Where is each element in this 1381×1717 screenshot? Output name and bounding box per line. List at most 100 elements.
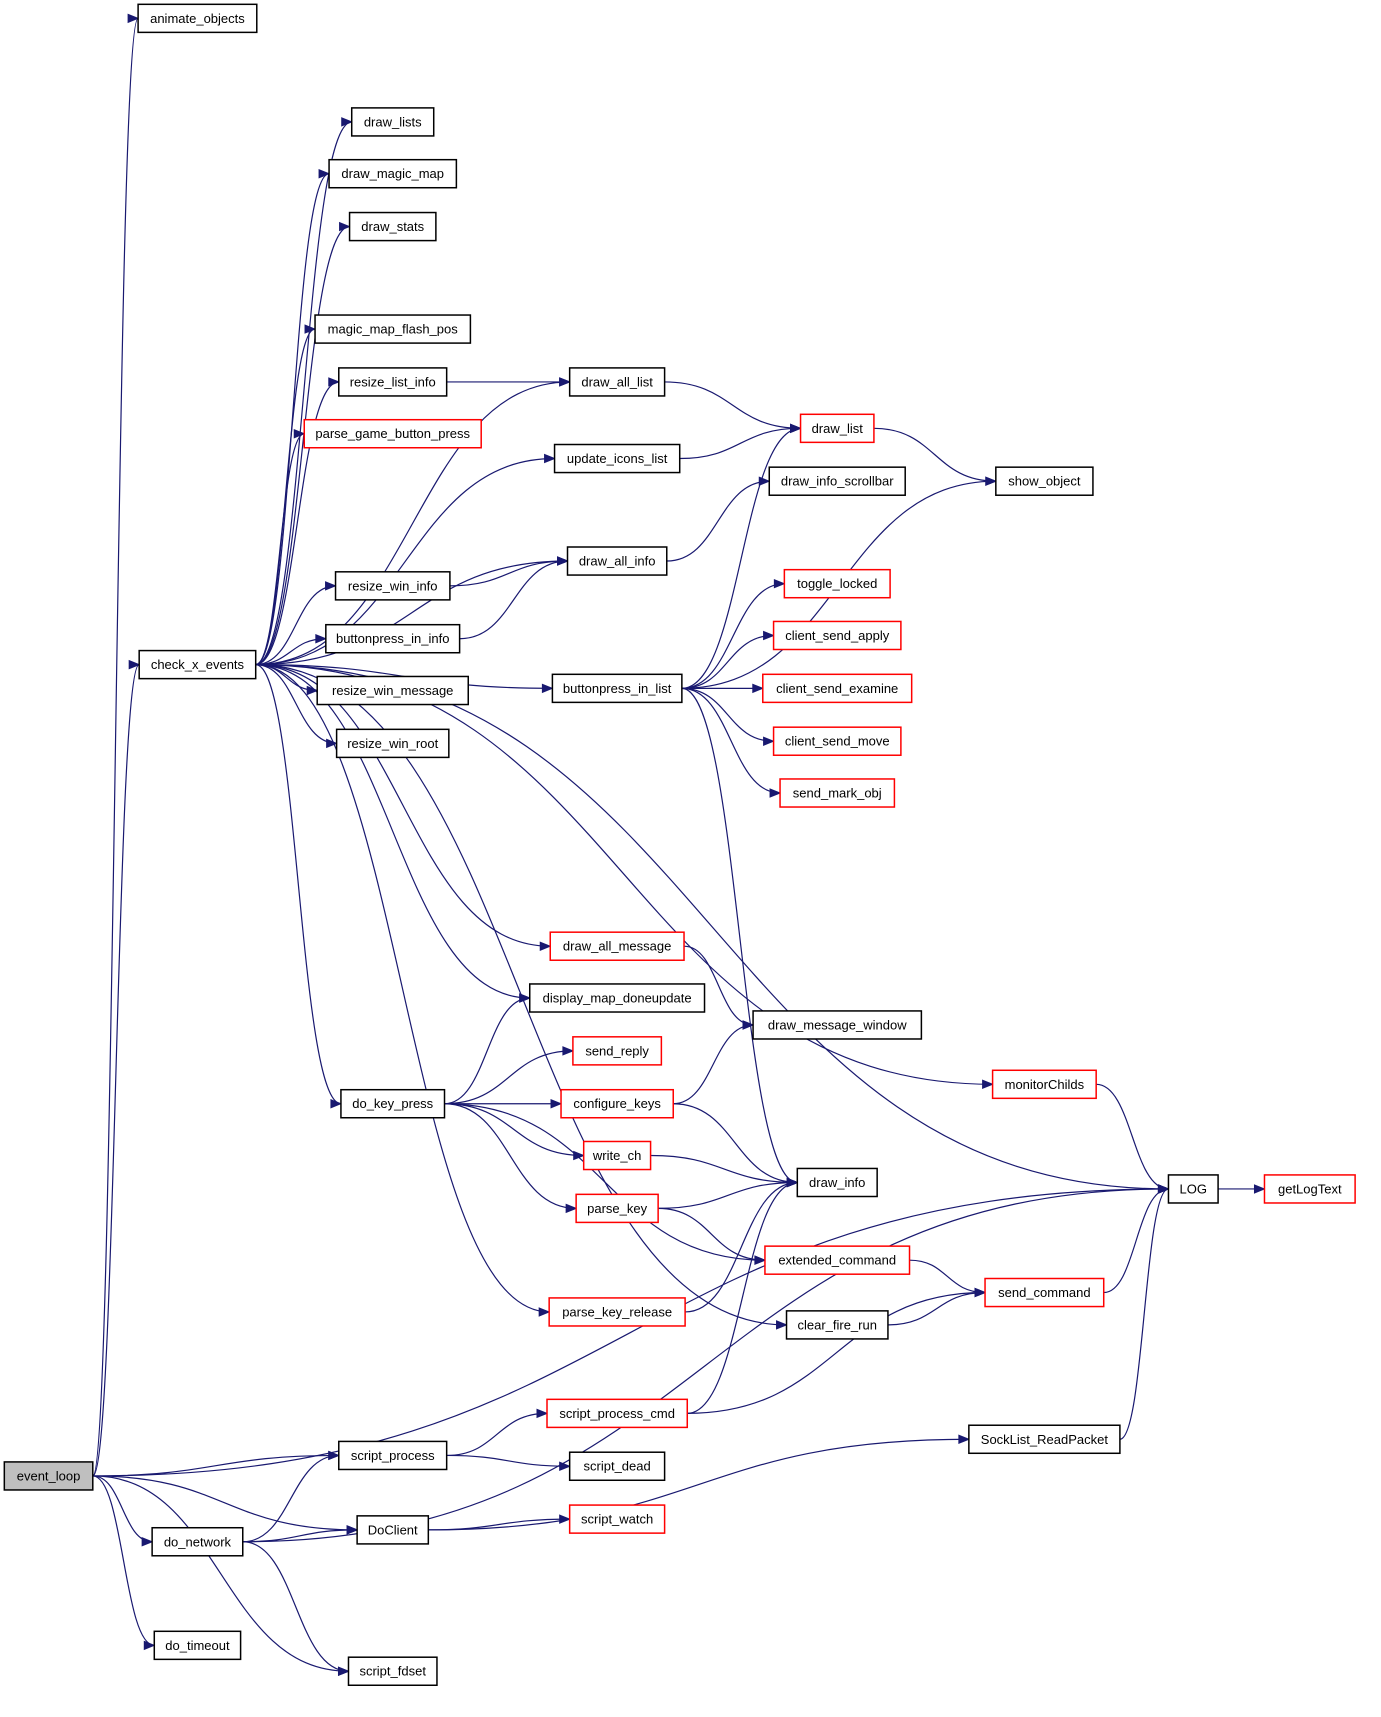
node-resize_win_root[interactable]: resize_win_root [335, 728, 450, 759]
node-script_process[interactable]: script_process [338, 1440, 448, 1471]
node-send_command[interactable]: send_command [984, 1277, 1105, 1308]
node-box [572, 1036, 663, 1066]
node-label: getLogText [1278, 1181, 1342, 1196]
node-label: script_process_cmd [559, 1406, 675, 1421]
node-box [768, 466, 906, 496]
edge-check_x_events-to-parse_key_release [255, 664, 551, 1317]
node-write_ch[interactable]: write_ch [582, 1140, 652, 1171]
node-parse_game_button_press[interactable]: parse_game_button_press [303, 418, 482, 449]
node-monitorChilds[interactable]: monitorChilds [991, 1069, 1097, 1100]
node-draw_stats[interactable]: draw_stats [348, 211, 437, 242]
node-label: resize_list_info [350, 374, 436, 389]
node-configure_keys[interactable]: configure_keys [560, 1088, 674, 1119]
node-box [752, 1010, 923, 1040]
node-label: draw_magic_map [341, 166, 444, 181]
node-draw_all_info[interactable]: draw_all_info [566, 546, 668, 576]
node-display_map_doneupdate[interactable]: display_map_doneupdate [528, 983, 706, 1013]
edge-buttonpress_in_list-to-client_send_apply [681, 630, 775, 689]
edge-check_x_events-to-draw_stats [255, 221, 351, 666]
node-label: script_watch [581, 1512, 653, 1527]
node-label: client_send_apply [785, 628, 890, 643]
edge-parse_key_release-to-draw_info [685, 1177, 799, 1313]
node-label: draw_all_message [563, 939, 671, 954]
node-parse_key_release[interactable]: parse_key_release [548, 1297, 686, 1327]
node-draw_info_scrollbar[interactable]: draw_info_scrollbar [768, 466, 906, 496]
node-parse_key[interactable]: parse_key [575, 1193, 659, 1224]
node-LOG[interactable]: LOG [1167, 1174, 1219, 1204]
node-extended_command[interactable]: extended_command [764, 1245, 911, 1275]
node-box [991, 1069, 1097, 1100]
node-script_fdset[interactable]: script_fdset [347, 1656, 438, 1687]
node-label: extended_command [778, 1253, 896, 1268]
node-label: display_map_doneupdate [543, 990, 692, 1005]
node-script_dead[interactable]: script_dead [568, 1451, 666, 1482]
node-clear_fire_run[interactable]: clear_fire_run [785, 1310, 889, 1340]
node-do_network[interactable]: do_network [151, 1526, 244, 1557]
edge-do_network-to-LOG [242, 1184, 1170, 1543]
node-box [796, 1167, 878, 1198]
node-box [151, 1526, 244, 1557]
node-client_send_apply[interactable]: client_send_apply [772, 620, 902, 651]
node-draw_all_message[interactable]: draw_all_message [549, 931, 685, 961]
node-buttonpress_in_list[interactable]: buttonpress_in_list [551, 673, 683, 704]
node-label: draw_message_window [768, 1017, 907, 1032]
node-toggle_locked[interactable]: toggle_locked [783, 568, 891, 599]
node-draw_lists[interactable]: draw_lists [350, 107, 435, 137]
edge-check_x_events-to-do_key_press [255, 664, 343, 1109]
edge-write_ch-to-draw_info [650, 1154, 799, 1188]
node-box [350, 107, 435, 137]
edge-script_process-to-script_dead [446, 1454, 572, 1471]
node-resize_list_info[interactable]: resize_list_info [338, 367, 448, 397]
node-label: client_send_examine [776, 681, 898, 696]
node-update_icons_list[interactable]: update_icons_list [553, 443, 681, 474]
node-draw_all_list[interactable]: draw_all_list [568, 367, 666, 397]
node-draw_info[interactable]: draw_info [796, 1167, 878, 1198]
edge-buttonpress_in_list-to-client_send_examine [681, 683, 765, 694]
node-label: write_ch [592, 1148, 641, 1163]
node-buttonpress_in_info[interactable]: buttonpress_in_info [325, 623, 461, 654]
node-send_mark_obj[interactable]: send_mark_obj [779, 778, 896, 808]
node-box [335, 728, 450, 759]
node-draw_message_window[interactable]: draw_message_window [752, 1010, 923, 1040]
node-client_send_move[interactable]: client_send_move [772, 726, 902, 756]
node-animate_objects[interactable]: animate_objects [137, 3, 258, 34]
node-DoClient[interactable]: DoClient [356, 1515, 430, 1545]
node-check_x_events[interactable]: check_x_events [138, 649, 257, 680]
node-show_object[interactable]: show_object [995, 466, 1094, 496]
edge-clear_fire_run-to-send_command [887, 1287, 987, 1326]
node-label: monitorChilds [1005, 1077, 1085, 1092]
node-box [995, 466, 1094, 496]
edge-buttonpress_in_list-to-toggle_locked [681, 578, 786, 689]
node-resize_win_message[interactable]: resize_win_message [316, 675, 469, 706]
edge-check_x_events-to-draw_lists [255, 117, 354, 666]
node-label: toggle_locked [797, 576, 877, 591]
node-box [338, 367, 448, 397]
node-script_watch[interactable]: script_watch [568, 1504, 666, 1534]
node-box [779, 778, 896, 808]
node-box [568, 1504, 666, 1534]
node-label: draw_lists [364, 114, 422, 129]
node-script_process_cmd[interactable]: script_process_cmd [546, 1398, 689, 1429]
node-draw_magic_map[interactable]: draw_magic_map [328, 158, 458, 189]
node-label: event_loop [17, 1468, 81, 1483]
node-send_reply[interactable]: send_reply [572, 1036, 663, 1066]
edge-send_command-to-LOG [1103, 1184, 1170, 1294]
edge-script_process_cmd-to-send_command [687, 1287, 987, 1414]
node-label: resize_win_root [347, 736, 438, 751]
node-getLogText[interactable]: getLogText [1263, 1174, 1356, 1204]
edge-event_loop-to-check_x_events [92, 659, 141, 1477]
node-event_loop[interactable]: event_loop [3, 1461, 94, 1491]
node-box [772, 726, 902, 756]
node-do_timeout[interactable]: do_timeout [153, 1630, 242, 1661]
node-client_send_examine[interactable]: client_send_examine [762, 673, 913, 704]
node-resize_win_info[interactable]: resize_win_info [334, 571, 451, 601]
node-box [549, 931, 685, 961]
edge-do_network-to-script_process [242, 1450, 341, 1543]
node-label: animate_objects [150, 11, 245, 26]
node-magic_map_flash_pos[interactable]: magic_map_flash_pos [314, 314, 472, 344]
node-box [1167, 1174, 1219, 1204]
node-SockList_ReadPacket[interactable]: SockList_ReadPacket [968, 1424, 1121, 1455]
node-label: DoClient [368, 1522, 418, 1537]
node-draw_list[interactable]: draw_list [799, 413, 875, 444]
node-do_key_press[interactable]: do_key_press [340, 1088, 446, 1119]
